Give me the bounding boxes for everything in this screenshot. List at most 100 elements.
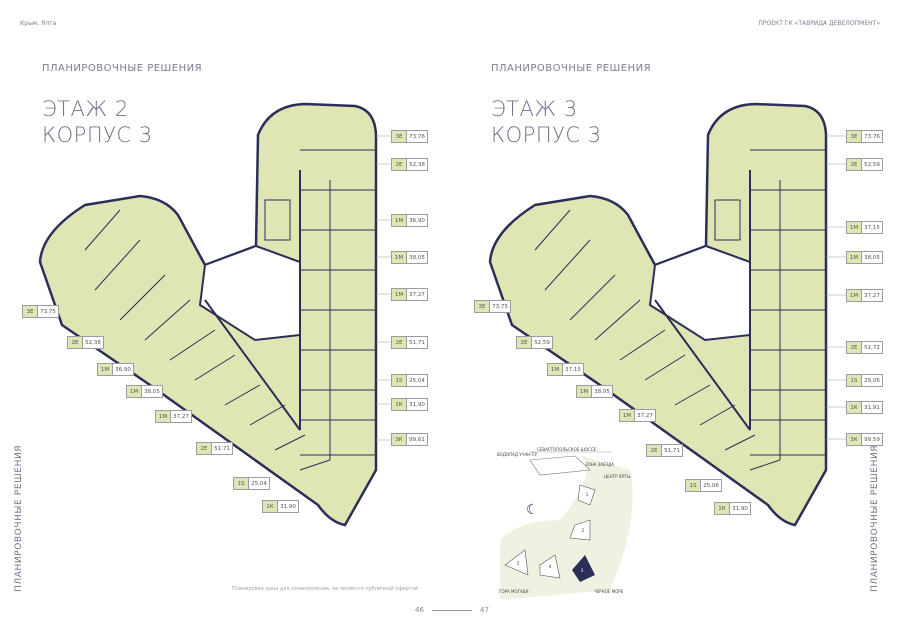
apartment-type: 2Е: [68, 337, 83, 348]
apartment-type: 3К: [847, 434, 862, 445]
compass-icon: ☾: [526, 502, 539, 518]
floor-plan-2: [38, 102, 378, 527]
apartment-type: 2Е: [392, 159, 407, 170]
apartment-area: 52,59: [534, 339, 550, 346]
apartment-area: 31,90: [732, 505, 748, 512]
page-subtitle-right: ПЛАНИРОВОЧНЫЕ РЕШЕНИЯ: [491, 63, 652, 74]
apartment-type: 1К: [847, 402, 862, 413]
apartment-type: 1М: [156, 411, 171, 422]
apartment-area: 51,71: [214, 445, 230, 452]
apartment-type: 1S: [392, 375, 407, 386]
apartment-area: 25,04: [409, 377, 425, 384]
apartment-type: 1S: [686, 480, 701, 491]
building-1: 1: [586, 492, 589, 497]
project-label: ПРОЕКТ ГК «ТАВРИДА ДЕВЕЛОПМЕНТ»: [758, 20, 880, 27]
apartment-area: 52,38: [409, 161, 425, 168]
apartment-area: 99,61: [409, 436, 425, 443]
apartment-type: 2Е: [197, 443, 212, 454]
apartment-type: 1S: [234, 478, 249, 489]
apartment-type: 3Е: [392, 131, 407, 142]
apartment-type: 1М: [127, 386, 142, 397]
apartment-area: 36,90: [409, 217, 425, 224]
page-number-left: 46: [415, 606, 424, 614]
apartment-type: 1М: [392, 215, 407, 226]
apartment-type: 1М: [847, 252, 862, 263]
apartment-type: 1М: [847, 290, 862, 301]
apartment-type: 1М: [577, 386, 592, 397]
apartment-area: 52,59: [864, 161, 880, 168]
apartment-area: 51,71: [664, 447, 680, 454]
apartment-type: 1М: [847, 222, 862, 233]
floor-number: ЭТАЖ 3: [491, 97, 578, 121]
apartment-area: 99,59: [864, 436, 880, 443]
apartment-type: 2Е: [392, 337, 407, 348]
apartment-type: 1М: [98, 364, 113, 375]
building-2: 2: [582, 528, 585, 533]
apartment-area: 37,15: [565, 366, 581, 373]
page-subtitle-left: ПЛАНИРОВОЧНЫЕ РЕШЕНИЯ: [42, 63, 203, 74]
apartment-type: 1S: [847, 375, 862, 386]
apartment-type: 1К: [715, 503, 730, 514]
apartment-type: 1К: [263, 501, 278, 512]
apartment-type: 1М: [620, 410, 635, 421]
apartment-area: 25,06: [703, 482, 719, 489]
apartment-type: 3Е: [847, 131, 862, 142]
apartment-area: 73,76: [409, 133, 425, 140]
apartment-area: 51,71: [409, 339, 425, 346]
apartment-type: 3Е: [475, 301, 490, 312]
site-plan: СЕВАСТОПОЛЬСКОЕ ШОССЕ ВОДОПАД УЧАН-СУ ЗО…: [497, 447, 633, 600]
apartment-area: 25,06: [864, 377, 880, 384]
page-divider: [432, 610, 472, 611]
building-number: КОРПУС 3: [42, 123, 153, 147]
apartment-type: 2Е: [647, 445, 662, 456]
apartment-area: 37,15: [864, 224, 880, 231]
entry-label: ЗОНА ЗАЕЗДА: [585, 462, 614, 467]
apartment-area: 38,05: [144, 388, 160, 395]
leader-lines: [376, 135, 846, 441]
sea-label: ЧЕРНОЕ МОРЕ: [594, 589, 624, 594]
mountain-label: ГОРА МОГАБИ: [499, 589, 529, 594]
apartment-area: 37,27: [173, 413, 189, 420]
apartment-area: 31,91: [864, 404, 880, 411]
apartment-type: 1М: [392, 252, 407, 263]
center-label: ЦЕНТР ЯЛТЫ: [604, 474, 631, 479]
building-3: 3: [581, 568, 584, 573]
apartment-type: 2Е: [847, 342, 862, 353]
waterfall-label: ВОДОПАД УЧАН-СУ: [497, 452, 537, 457]
apartment-type: 3Е: [23, 306, 38, 317]
location-label: Крым, Ялта: [20, 20, 57, 27]
building-4: 4: [549, 564, 552, 569]
apartment-area: 38,05: [864, 254, 880, 261]
